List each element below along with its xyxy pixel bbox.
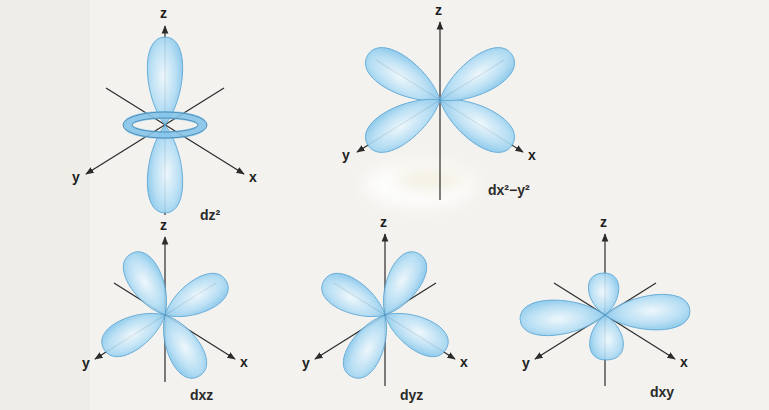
orbital-lobe [430,39,522,115]
orbital-torus [123,112,207,138]
dxz-orbital [95,237,235,384]
page-shade [0,0,90,410]
axis-label: y [522,356,530,371]
dyz-orbital [315,234,455,386]
orbital-torus [127,115,203,135]
dxy-orbital [519,234,691,386]
orbital-torus [132,118,198,132]
orbital-name: dxy [650,385,674,400]
orbital-lobe [358,84,450,160]
orbital-name: dxz [190,388,213,403]
photo-glare [395,171,465,189]
orbital-lobe [370,246,433,324]
orbital-lobe [150,307,213,385]
axis-label: z [160,218,167,233]
orbital-lobe [336,307,399,385]
orbital-name: dz² [200,208,220,223]
axis-label: y [302,356,310,371]
axis-label: x [460,355,468,370]
axis-label: z [160,6,167,21]
dz2-orbital [86,26,244,215]
orbital-name: dx²−y² [488,183,530,198]
z-axis [439,22,440,200]
axis-label: x [249,170,257,185]
orbital-lobe [604,293,691,333]
axis-label: y [342,148,350,163]
axis-label: x [680,355,688,370]
axis-label: z [435,3,442,18]
axis-label: y [82,356,90,371]
orbital-lobe [116,246,179,324]
orbital-lobe [519,297,606,337]
axis-label: y [72,170,80,185]
photo-glare [365,163,475,207]
dx2y2-orbital [357,22,523,200]
axis-label: z [600,215,607,230]
axis-label: x [240,355,248,370]
axis-label: z [380,215,387,230]
axis-label: x [528,148,536,163]
orbital-name: dyz [400,388,423,403]
